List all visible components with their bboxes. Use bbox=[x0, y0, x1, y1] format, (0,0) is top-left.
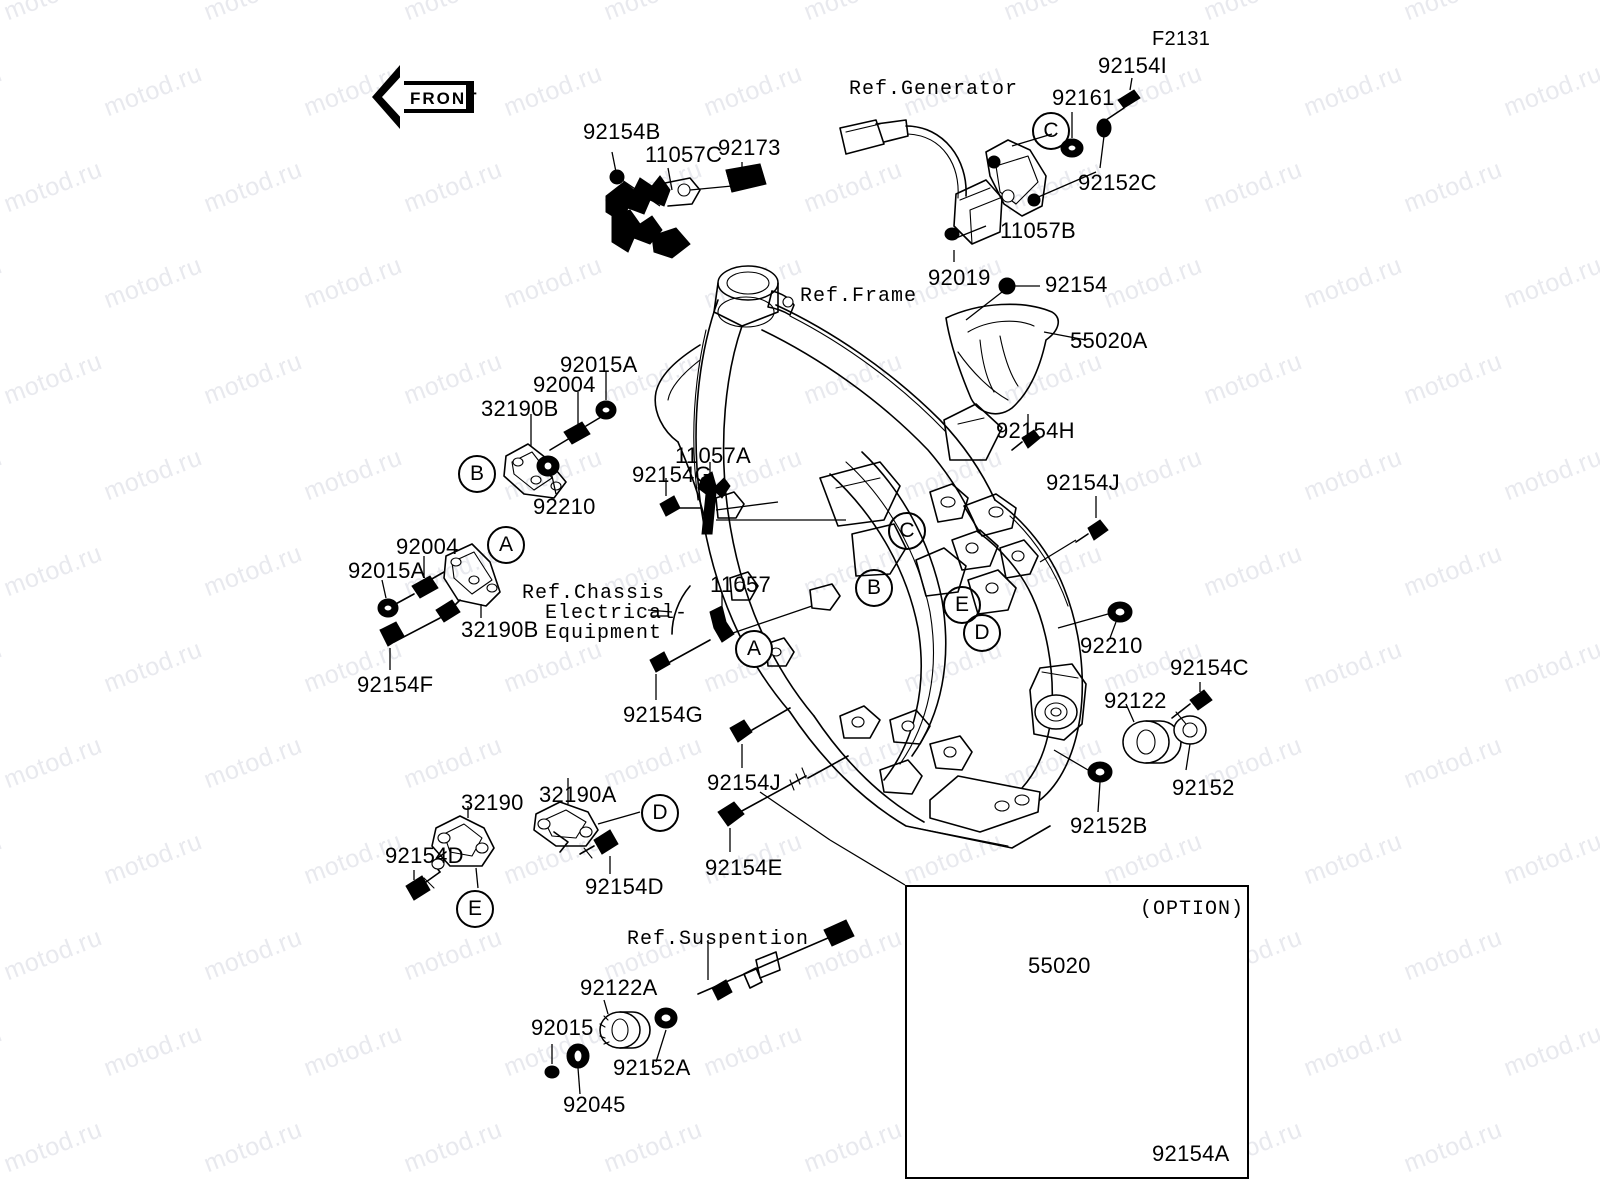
sheet-code: F2131 bbox=[1152, 28, 1211, 50]
callout-b-frame: B bbox=[855, 569, 893, 607]
label-92154g-lower: 92154G bbox=[623, 702, 704, 727]
label-55020a: 55020A bbox=[1070, 328, 1148, 353]
label-92122a: 92122A bbox=[580, 975, 658, 1000]
part-92154 bbox=[965, 277, 1040, 321]
label-92152: 92152 bbox=[1172, 775, 1235, 800]
label-92154e: 92154E bbox=[705, 855, 783, 880]
label-92210-right: 92210 bbox=[1080, 633, 1143, 658]
callout-c-generator: C bbox=[1032, 112, 1070, 150]
label-32190b-b: 32190B bbox=[481, 396, 559, 421]
part-92154g-lower bbox=[649, 639, 711, 700]
generator-assembly bbox=[839, 119, 1097, 245]
label-92161: 92161 bbox=[1052, 85, 1115, 110]
part-92122 bbox=[1122, 703, 1182, 764]
bracket-32190b-upper bbox=[503, 372, 617, 499]
ref-suspention-shaft bbox=[544, 919, 855, 1095]
label-92154j-center: 92154J bbox=[707, 770, 781, 795]
ref-frame-label: Ref.Frame bbox=[800, 285, 918, 308]
label-32190a: 32190A bbox=[539, 782, 617, 807]
label-92004-a: 92004 bbox=[396, 534, 459, 559]
label-92122: 92122 bbox=[1104, 688, 1167, 713]
part-55020a bbox=[945, 303, 1087, 415]
callout-c-frame: C bbox=[888, 512, 926, 550]
ref-chassis-label-2: Electrical- bbox=[545, 602, 689, 625]
label-92154j-right: 92154J bbox=[1046, 470, 1120, 495]
part-92154c bbox=[1171, 682, 1213, 725]
label-92210-b: 92210 bbox=[533, 494, 596, 519]
callout-e-frame: E bbox=[943, 586, 981, 624]
label-92152b: 92152B bbox=[1070, 813, 1148, 838]
label-92154i: 92154I bbox=[1098, 53, 1168, 78]
label-92004-b: 92004 bbox=[533, 372, 596, 397]
option-label: (OPTION) bbox=[1140, 898, 1245, 921]
label-92152c: 92152C bbox=[1078, 170, 1157, 195]
part-92210-right bbox=[1057, 601, 1133, 639]
label-11057: 11057 bbox=[710, 572, 772, 597]
bracket-32190b-lower bbox=[377, 543, 501, 670]
label-92154c: 92154C bbox=[1170, 655, 1249, 680]
bracket-32190 bbox=[405, 806, 495, 901]
part-11057a bbox=[697, 462, 846, 535]
part-92152 bbox=[1173, 715, 1207, 771]
part-92154e bbox=[717, 755, 849, 852]
callout-a-bracket: A bbox=[487, 526, 525, 564]
part-92152c bbox=[1096, 118, 1112, 169]
callout-e-bracket: E bbox=[456, 890, 494, 928]
ref-chassis-label-3: Equipment bbox=[545, 622, 663, 645]
part-92154a-label: 92154A bbox=[1152, 1141, 1230, 1166]
part-55020-label: 55020 bbox=[1028, 953, 1091, 978]
label-92154d-left: 92154D bbox=[385, 843, 464, 868]
part-11057c-bracket bbox=[605, 163, 767, 259]
svg-text:FRONT: FRONT bbox=[410, 89, 479, 108]
part-92019 bbox=[944, 225, 987, 262]
label-32190: 32190 bbox=[461, 790, 524, 815]
callout-a-frame: A bbox=[735, 630, 773, 668]
label-92173: 92173 bbox=[718, 135, 781, 160]
front-direction-marker: FRONT bbox=[372, 65, 479, 129]
part-92154i bbox=[1105, 77, 1141, 121]
label-11057b: 11057B bbox=[1000, 218, 1077, 243]
part-92154j-center bbox=[729, 707, 791, 768]
part-92154h bbox=[1011, 414, 1041, 451]
label-92154: 92154 bbox=[1045, 272, 1108, 297]
option-box bbox=[905, 885, 1249, 1179]
label-92152a: 92152A bbox=[613, 1055, 691, 1080]
label-92154d-right: 92154D bbox=[585, 874, 664, 899]
callout-d-bracket: D bbox=[641, 794, 679, 832]
label-92154g-upper: 92154G bbox=[632, 462, 713, 487]
label-92015a-b: 92015A bbox=[560, 352, 638, 377]
label-92154b: 92154B bbox=[583, 119, 661, 144]
part-92154j-right bbox=[1039, 496, 1109, 563]
part-11057 bbox=[652, 585, 813, 643]
label-11057c: 11057C bbox=[645, 142, 723, 167]
label-92015: 92015 bbox=[531, 1015, 594, 1040]
label-92045: 92045 bbox=[563, 1092, 626, 1117]
callout-b-bracket: B bbox=[458, 455, 496, 493]
frame-mount-cluster bbox=[915, 483, 1039, 615]
part-92154g-upper bbox=[659, 478, 701, 517]
callout-d-frame: D bbox=[963, 614, 1001, 652]
label-32190b-a: 32190B bbox=[461, 617, 539, 642]
label-92019: 92019 bbox=[928, 265, 991, 290]
ref-chassis-label-1: Ref.Chassis bbox=[522, 582, 666, 605]
label-92154f: 92154F bbox=[357, 672, 434, 697]
bracket-32190a bbox=[533, 778, 641, 874]
label-92015a-a: 92015A bbox=[348, 558, 426, 583]
part-92161 bbox=[1060, 112, 1084, 158]
ref-generator-label: Ref.Generator bbox=[849, 78, 1019, 101]
part-92152b bbox=[1053, 749, 1113, 813]
label-92154h: 92154H bbox=[996, 418, 1075, 443]
motorcycle-frame bbox=[654, 265, 1087, 849]
ref-suspention-label: Ref.Suspention bbox=[627, 928, 810, 951]
label-11057a: 11057A bbox=[675, 443, 752, 468]
